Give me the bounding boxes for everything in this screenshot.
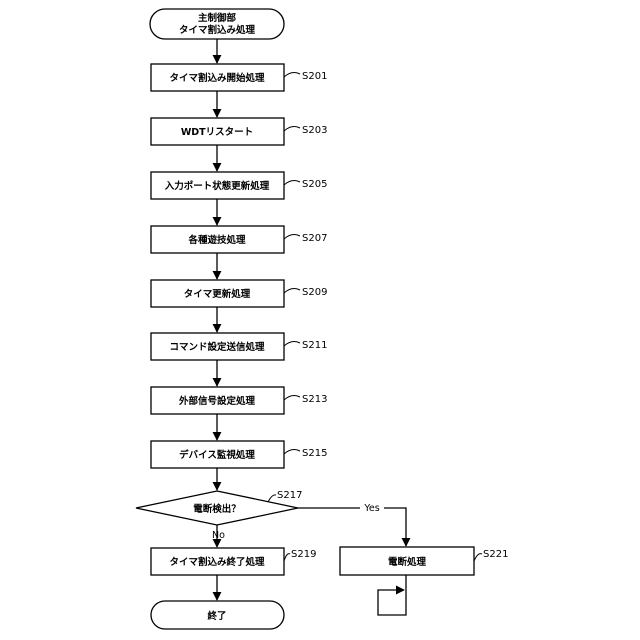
step-code-leader [474,554,482,561]
step-code-leader [284,396,300,400]
yes-label: Yes [363,503,379,514]
end-label: 終了 [207,610,226,622]
start-label-line2: タイマ割込み処理 [179,24,256,36]
process-label-s209: タイマ更新処理 [184,288,251,300]
step-code-leader [268,495,276,502]
step-code-s219: S219 [291,549,316,560]
step-code-s205: S205 [302,179,327,190]
step-code-s217: S217 [277,490,302,501]
step-code-s213: S213 [302,394,327,405]
process-label-s205: 入力ポート状態更新処理 [164,180,270,192]
process-label-s213: 外部信号設定処理 [178,395,256,407]
step-code-leader [284,127,300,131]
process-label-s211: コマンド設定送信処理 [169,341,265,353]
decision-label: 電断検出？ [193,503,241,515]
yes-branch-arrow [298,508,406,546]
step-code-s201: S201 [302,71,327,82]
step-code-s209: S209 [302,287,327,298]
process-label-s215: デバイス監視処理 [179,449,255,461]
process-label-s201: タイマ割込み開始処理 [169,72,265,84]
step-code-s215: S215 [302,448,327,459]
loop-arrow [378,575,406,615]
step-code-leader [284,235,300,239]
step-code-s211: S211 [302,340,327,351]
process-label-s221: 電断処理 [388,556,427,568]
step-code-leader [284,554,290,561]
step-code-leader [284,289,300,293]
process-label-s203: WDTリスタート [181,126,253,138]
step-code-leader [284,342,300,346]
start-label-line1: 主制御部 [198,12,237,24]
process-label-s207: 各種遊技処理 [187,234,246,246]
no-label: No [212,530,225,541]
step-code-s207: S207 [302,233,327,244]
step-code-s221: S221 [483,549,508,560]
step-code-leader [284,73,300,77]
process-label-s219: タイマ割込み終了処理 [169,556,265,568]
step-code-leader [284,181,300,185]
step-code-s203: S203 [302,125,327,136]
step-code-leader [284,450,300,454]
